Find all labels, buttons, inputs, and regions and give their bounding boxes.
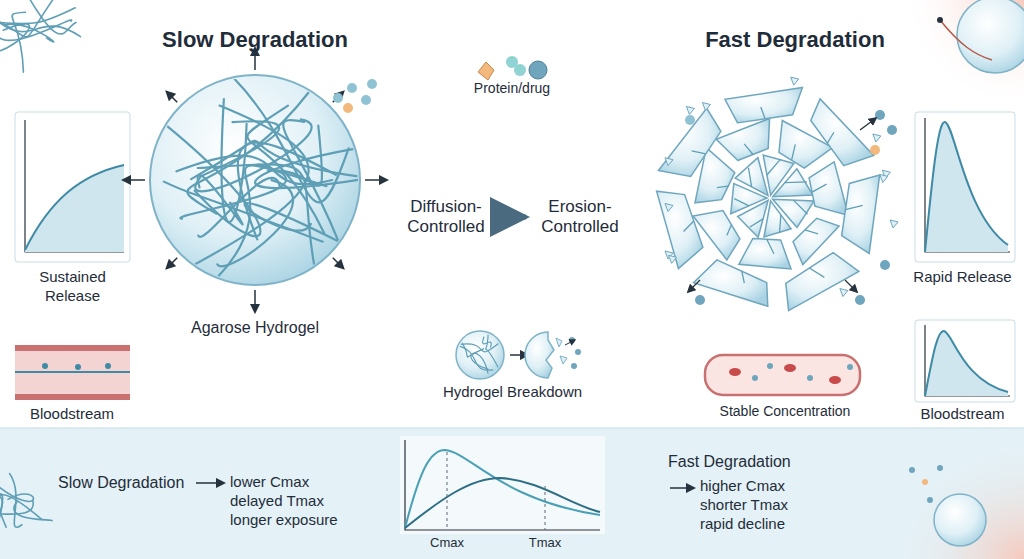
mechanism-arrow [500,215,526,220]
mechanism-text: Erosion-Controlled [531,197,629,238]
vessel-label: Bloodstream [12,405,132,424]
chart-caption: Rapid Release [905,268,1020,287]
summary-text: higher Cmax shorter Tmax rapid decline [700,477,820,533]
axis-marker: Cmax [420,535,474,551]
summary-text: lower Cmax delayed Tmax longer exposure [230,473,355,529]
hydrogel-label: Agarose Hydrogel [175,318,335,338]
corner-sphere [957,0,1024,73]
process-label-box: Diffusion-Controlled [395,195,497,240]
summary-band [0,428,1024,559]
axis-marker: Tmax [518,535,572,551]
corner-mesh [0,0,80,72]
panel-heading: Fast Degradation [690,26,900,54]
corner-mesh [0,474,52,534]
vessel-label: Stable Concentration [700,403,870,421]
summary-heading: Slow Degradation [58,473,198,493]
summary-heading: Fast Degradation [668,452,818,472]
chart-caption: Sustained Release [15,268,130,306]
agarose-sphere [150,75,360,285]
process-label: Hydrogel Breakdown [430,383,595,402]
fragmented-hydrogel [657,77,899,310]
process-label-box: Erosion-Controlled [529,195,631,240]
vessel-label: Bloodstream [905,405,1020,424]
release-arrows [123,48,387,312]
panel-heading: Slow Degradation [155,26,355,54]
mechanism-text: Diffusion-Controlled [397,197,495,238]
legend-label: Protein/drug [452,80,572,98]
